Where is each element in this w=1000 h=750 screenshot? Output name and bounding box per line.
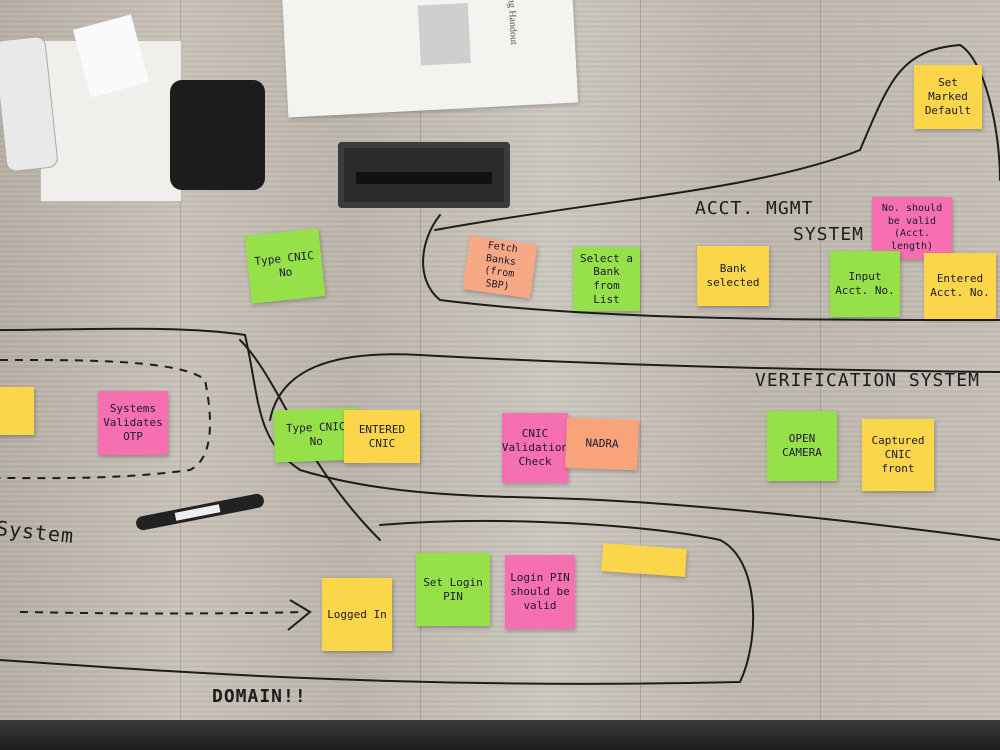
label-domain: DOMAIN!!	[212, 686, 307, 707]
label-verification-system: VERIFICATION SYSTEM	[755, 370, 980, 391]
note-nadra: NADRA	[565, 418, 639, 470]
note-partial-left	[0, 387, 34, 435]
label-acct-mgmt-system: SYSTEM	[793, 224, 864, 245]
note-small-bottom	[601, 543, 687, 577]
note-type-cnic-top: Type CNIC No	[245, 228, 326, 303]
note-bank-selected: Bank selected	[697, 246, 769, 306]
note-set-login-pin: Set Login PIN	[416, 553, 490, 626]
note-open-camera: OPEN CAMERA	[767, 411, 837, 481]
label-acct-mgmt: ACCT. MGMT	[695, 198, 813, 219]
note-no-should-be-valid: No. should be valid (Acct. length)	[872, 197, 952, 259]
note-select-bank: Select a Bank from List	[573, 247, 640, 311]
cable-port	[338, 142, 510, 208]
note-captured-cnic: Captured CNIC front	[862, 419, 934, 491]
note-cnic-validation: CNIC Validation Check	[502, 413, 568, 483]
port-slot	[356, 172, 492, 184]
note-fetch-banks: Fetch Banks (from SBP)	[463, 236, 538, 299]
tissue-box	[40, 40, 182, 202]
handout-title: ...ing Handout	[505, 0, 519, 45]
note-input-acct: Input Acct. No.	[830, 251, 900, 317]
note-logged-in: Logged In	[322, 578, 392, 651]
note-systems-validates-otp: Systems Validates OTP	[98, 391, 168, 455]
handout-figure	[418, 3, 471, 66]
note-entered-cnic: ENTERED CNIC	[344, 410, 420, 463]
note-entered-acct: Entered Acct. No.	[924, 253, 996, 319]
pen-holder	[170, 80, 265, 190]
floor-edge	[0, 720, 1000, 750]
note-login-pin-valid: Login PIN should be valid	[505, 555, 575, 629]
handout-papers: ...ing Handout	[282, 0, 578, 118]
note-set-marked-default: Set Marked Default	[914, 65, 982, 129]
